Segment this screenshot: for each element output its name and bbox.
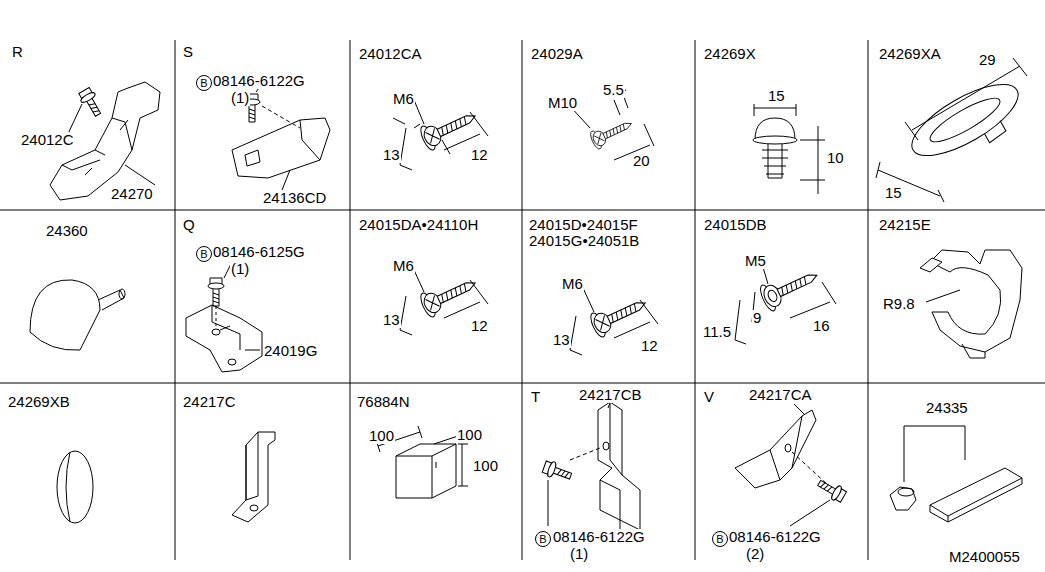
dimension: 10	[826, 150, 845, 166]
screw-figure	[570, 288, 658, 355]
dimension: 13	[382, 312, 401, 328]
part-number: 76884N	[356, 394, 411, 410]
clip-figure	[753, 104, 825, 194]
cap-figure	[890, 426, 1022, 522]
quantity: (1)	[230, 261, 250, 277]
dimension: 16	[812, 318, 831, 334]
dimension: 12	[640, 338, 659, 354]
callout-number: 24217CA	[748, 387, 813, 403]
part-number: 08146-6122G	[212, 73, 306, 89]
circled-letter: B	[712, 531, 728, 547]
thread-size: M6	[392, 91, 415, 107]
callout-number: 24217CB	[578, 387, 643, 403]
section-letter: S	[182, 44, 194, 60]
dimension: 29	[978, 52, 997, 68]
dimension: 9	[752, 310, 762, 326]
bracket-figure	[232, 432, 275, 522]
thread-size: M6	[561, 276, 584, 292]
bracket-figure	[735, 404, 847, 526]
screw-figure	[400, 270, 488, 335]
grommet-figure	[30, 280, 125, 350]
screw-figure	[735, 262, 836, 344]
section-letter: V	[703, 389, 715, 405]
dimension: 15	[884, 185, 903, 201]
part-number: 24015DA•24110H	[358, 217, 479, 233]
quantity: (2)	[745, 546, 765, 562]
callout-number: 24335	[925, 400, 969, 416]
part-number: 24029A	[530, 46, 584, 62]
part-number: 08146-6122G	[552, 529, 646, 545]
dimension: 13	[382, 147, 401, 163]
part-number: 24217C	[182, 394, 237, 410]
thread-size: M10	[547, 95, 578, 111]
bracket-figure	[542, 398, 640, 530]
part-number: 24015D•24015F	[528, 217, 639, 233]
thread-size: M6	[392, 258, 415, 274]
screw-figure	[393, 100, 488, 170]
section-letter: T	[530, 389, 541, 405]
bracket-figure	[186, 262, 262, 372]
clip-figure	[876, 58, 1033, 202]
drawing-number: M2400055	[948, 549, 1021, 565]
part-number: 24269X	[703, 46, 757, 62]
dimension: 20	[632, 153, 651, 169]
part-number: 24215E	[878, 217, 932, 233]
part-number: 08146-6122G	[728, 529, 822, 545]
callout-number: 24270	[110, 186, 154, 202]
part-number: 08146-6125G	[212, 244, 306, 260]
grid-lines	[0, 40, 1045, 560]
callout-number: 24136CD	[262, 190, 327, 206]
quantity: (1)	[230, 90, 250, 106]
screw-figure	[568, 90, 654, 160]
part-number: 24269XB	[7, 394, 71, 410]
dimension: 11.5	[702, 324, 732, 340]
dimension: 12	[470, 318, 489, 334]
bracket-figure	[230, 84, 330, 190]
dimension: 15	[767, 88, 786, 104]
circled-letter: B	[196, 75, 212, 91]
plug-figure	[57, 451, 93, 523]
dimension: R9.8	[882, 296, 916, 312]
part-number: 24269XA	[878, 46, 942, 62]
dimension: 13	[552, 332, 571, 348]
circled-letter: B	[196, 246, 212, 262]
section-letter: Q	[182, 217, 196, 233]
circled-letter: B	[535, 531, 551, 547]
dimension: 100	[456, 427, 483, 443]
part-number: 24360	[45, 223, 89, 239]
thread-size: M5	[744, 253, 767, 269]
dimension: 100	[472, 458, 499, 474]
callout-number: 24019G	[263, 343, 318, 359]
dimension: 100	[368, 428, 395, 444]
part-number: 24012CA	[358, 46, 423, 62]
dimension: 12	[470, 147, 489, 163]
callout-number: 24012C	[20, 132, 75, 148]
part-number: 24015G•24051B	[528, 233, 640, 249]
section-letter: R	[11, 44, 24, 60]
quantity: (1)	[569, 546, 589, 562]
part-number: 24015DB	[703, 217, 768, 233]
dimension: 5.5	[602, 82, 625, 98]
clip-figure	[920, 250, 1022, 358]
